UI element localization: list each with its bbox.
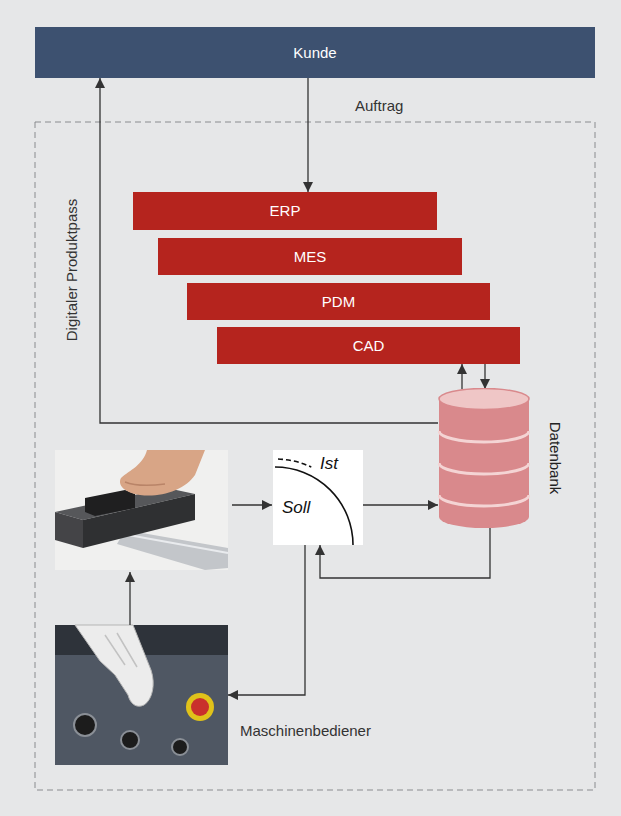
curve-label: Ist bbox=[319, 454, 339, 474]
system-bar: ERP bbox=[133, 192, 437, 230]
cylinder-body bbox=[439, 399, 529, 528]
node-label: MES bbox=[294, 248, 327, 266]
panel bbox=[55, 625, 228, 765]
knob bbox=[74, 714, 96, 736]
stop-button bbox=[191, 698, 209, 716]
node-label: CAD bbox=[353, 337, 385, 355]
node-label: PDM bbox=[322, 293, 355, 311]
operator-photo: Maschinenbediener bbox=[55, 625, 228, 765]
flow-connector bbox=[228, 545, 305, 695]
knob bbox=[172, 739, 188, 755]
glove bbox=[75, 625, 153, 706]
flow-connector bbox=[461, 364, 462, 389]
node-label: ERP bbox=[270, 202, 301, 220]
cylinder-top bbox=[439, 389, 529, 410]
cylinder-shape bbox=[438, 388, 530, 528]
node-label: Datenbank bbox=[546, 422, 564, 495]
slider-block bbox=[85, 490, 135, 516]
system-bar: CAD bbox=[217, 327, 520, 364]
actual-curve bbox=[278, 459, 311, 467]
hand bbox=[120, 450, 205, 496]
node-label: Kunde bbox=[293, 44, 336, 62]
control-panel-photo bbox=[55, 625, 228, 765]
gauge-photo bbox=[55, 450, 228, 570]
photo-caption: Maschinenbediener bbox=[240, 722, 371, 740]
target-curve bbox=[275, 467, 353, 545]
flow-arrow bbox=[129, 572, 130, 625]
edge-label: Auftrag bbox=[353, 97, 405, 115]
flow-arrow bbox=[232, 504, 272, 505]
database-cylinder: Datenbank bbox=[438, 388, 530, 528]
photo-ground bbox=[55, 450, 228, 570]
rod-highlight bbox=[123, 534, 228, 553]
rod bbox=[117, 530, 228, 570]
flow-connector bbox=[307, 78, 308, 192]
cylinder-band bbox=[439, 431, 529, 442]
curve-label: Soll bbox=[281, 498, 311, 518]
flow-connector bbox=[484, 364, 485, 389]
finger-line bbox=[125, 482, 165, 485]
glove-fold bbox=[105, 633, 137, 667]
comparison-box: IstSoll bbox=[273, 450, 363, 545]
knob bbox=[121, 731, 139, 749]
cylinder-band bbox=[439, 463, 529, 474]
flow-connector bbox=[363, 504, 438, 505]
bar-end bbox=[55, 512, 83, 548]
cylinder-band bbox=[439, 495, 529, 506]
system-bar: PDM bbox=[187, 283, 490, 320]
system-bar: MES bbox=[158, 238, 462, 275]
edge-label: Digitaler Produktpass bbox=[63, 197, 81, 344]
system-boundary bbox=[35, 122, 595, 790]
button-ring bbox=[186, 693, 214, 721]
header-band: Kunde bbox=[35, 27, 595, 78]
